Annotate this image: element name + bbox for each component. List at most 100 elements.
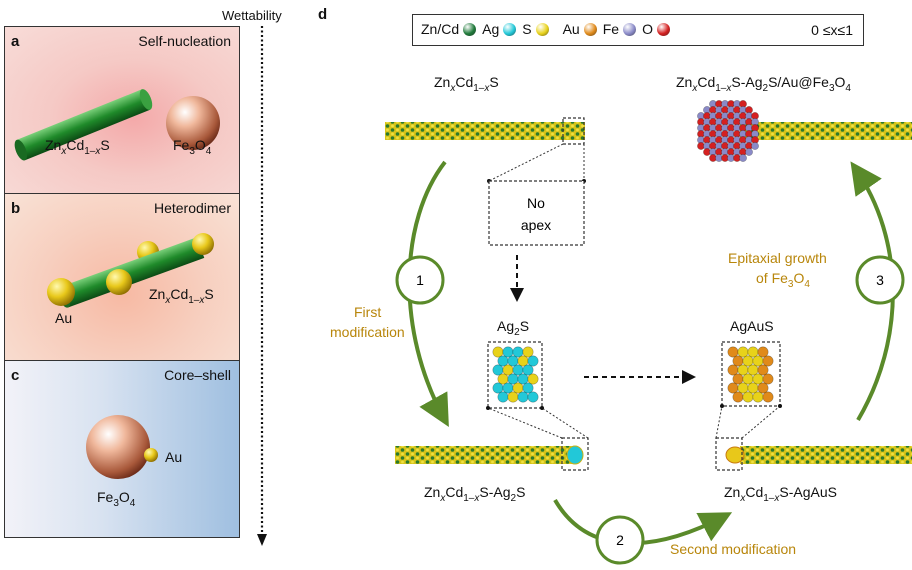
- atom: [517, 373, 529, 385]
- legend-item: S: [522, 21, 549, 37]
- atom: [497, 373, 509, 385]
- legend-item-label: Zn/Cd: [421, 21, 460, 37]
- atom: [732, 391, 744, 403]
- atom: [492, 382, 504, 394]
- legend-item: Zn/Cd: [421, 21, 477, 37]
- step2-number: 2: [616, 532, 624, 548]
- atom: [742, 391, 754, 403]
- panel-b-au-label: Au: [55, 310, 73, 326]
- atom: [497, 355, 509, 367]
- panel-letter-d: d: [318, 6, 328, 23]
- panel-b-heterodimer: b Heterodimer Au ZnxCd1–xS: [4, 193, 240, 361]
- panel-c-title: Core–shell: [164, 367, 231, 383]
- label-znxcd-ag2s: ZnxCd1–xS-Ag2S: [424, 484, 526, 504]
- legend-item: Au: [563, 21, 597, 37]
- label-agaus: AgAuS: [730, 318, 774, 334]
- atom: [517, 355, 529, 367]
- agaus-cluster: [727, 346, 774, 403]
- panel-c-fe3o4-label: Fe3O4: [97, 489, 136, 509]
- heterodimer-illustration: [47, 233, 214, 308]
- legend-item: Ag: [482, 21, 517, 37]
- nanorod-top-left: [385, 122, 585, 140]
- step1-label-line1: First: [354, 304, 382, 320]
- legend-item-label: O: [642, 21, 653, 37]
- step2-label: Second modification: [670, 541, 797, 557]
- step3-label-line2: of Fe3O4: [756, 270, 810, 290]
- atom: [747, 382, 759, 394]
- atom: [762, 355, 774, 367]
- atom: [747, 364, 759, 376]
- legend-swatch-icon: [623, 22, 637, 36]
- legend-item: Fe: [602, 21, 637, 37]
- atom: [727, 346, 739, 358]
- atom: [745, 148, 753, 156]
- wettability-arrow: [257, 26, 267, 546]
- atom: [502, 346, 514, 358]
- atom: [742, 373, 754, 385]
- label-znxcd-agaus: ZnxCd1–xS-AgAuS: [724, 484, 837, 504]
- atom: [762, 391, 774, 403]
- wettability-label: Wettability: [222, 8, 282, 23]
- step1-number: 1: [416, 272, 424, 288]
- legend-item-label: S: [522, 21, 532, 37]
- fe3o4-sphere: [166, 96, 220, 150]
- legend-item: O: [642, 21, 670, 37]
- atom: [757, 346, 769, 358]
- fe3o4-cluster: [697, 100, 759, 162]
- panel-c-core-shell: c Core–shell Au Fe3O4: [4, 360, 240, 538]
- atom: [507, 391, 519, 403]
- atom: [752, 373, 764, 385]
- no-apex-line2: apex: [521, 217, 551, 233]
- atom: [512, 364, 524, 376]
- label-ag2s: Ag2S: [497, 318, 530, 338]
- atom: [527, 373, 539, 385]
- atom: [752, 355, 764, 367]
- legend-swatch-icon: [503, 22, 517, 36]
- legend-range: 0 ≤x≤1: [811, 22, 853, 38]
- legend-box: Zn/Cd Ag S Au Fe O 0 ≤x≤1: [412, 14, 864, 46]
- ag2s-cluster: [492, 346, 539, 403]
- nanorod-illustration: [14, 89, 220, 161]
- zoom-box-tip: [562, 117, 585, 145]
- step1-circle: [395, 255, 445, 305]
- atom: [502, 382, 514, 394]
- atom: [727, 364, 739, 376]
- step2-circle: [595, 515, 645, 565]
- atom: [732, 373, 744, 385]
- nanorod-bottom-right: [740, 446, 912, 464]
- step1-label-line2: modification: [330, 324, 405, 340]
- step3-label-line1: Epitaxial growth: [728, 250, 827, 266]
- no-apex-box: [488, 180, 585, 246]
- panel-letter-a: a: [11, 33, 20, 50]
- atom: [497, 391, 509, 403]
- panel-b-rod-label: ZnxCd1–xS: [149, 286, 214, 306]
- atom: [742, 355, 754, 367]
- panel-a-rod-label: ZnxCd1–xS: [45, 137, 110, 157]
- panel-c-au-label: Au: [165, 449, 183, 465]
- panel-b-title: Heterodimer: [153, 200, 231, 216]
- atom: [737, 346, 749, 358]
- atom: [752, 391, 764, 403]
- legend-swatch-icon: [656, 22, 670, 36]
- atom: [512, 346, 524, 358]
- atom: [739, 154, 747, 162]
- atom: [732, 355, 744, 367]
- atom: [512, 382, 524, 394]
- atom: [727, 382, 739, 394]
- core-shell-illustration: [86, 415, 158, 479]
- atom: [522, 382, 534, 394]
- atom: [507, 355, 519, 367]
- legend-item-label: Fe: [602, 21, 620, 37]
- panel-letter-c: c: [11, 367, 20, 384]
- legend-swatch-icon: [583, 22, 597, 36]
- atom: [492, 346, 504, 358]
- atom: [527, 391, 539, 403]
- label-product-top: ZnxCd1–xS-Ag2S/Au@Fe3O4: [676, 74, 851, 94]
- step3-number: 3: [876, 272, 884, 288]
- atom: [507, 373, 519, 385]
- legend-swatch-icon: [535, 22, 549, 36]
- panel-a-fe3o4-label: Fe3O4: [173, 137, 212, 157]
- atom: [757, 364, 769, 376]
- atom: [527, 355, 539, 367]
